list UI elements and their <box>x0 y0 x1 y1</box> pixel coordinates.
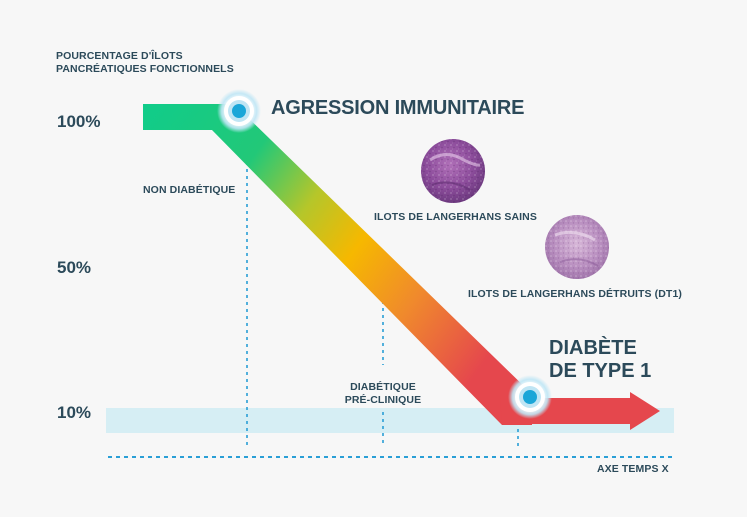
pre-clinical-label: DIABÉTIQUE PRÉ-CLINIQUE <box>344 381 422 407</box>
x-axis-label: AXE TEMPS X <box>597 463 669 475</box>
y-tick-10: 10% <box>57 403 92 422</box>
y-tick-50: 50% <box>57 258 92 277</box>
y-axis-label: POURCENTAGE D'ÎLOTS PANCRÉATIQUES FONCTI… <box>56 50 234 76</box>
type1-diabetes-label: DIABÈTE DE TYPE 1 <box>549 337 652 382</box>
healthy-islets-image <box>421 139 485 203</box>
y-tick-100: 100% <box>57 112 101 131</box>
immune-attack-marker <box>217 89 261 133</box>
destroyed-islets-image <box>545 215 609 279</box>
type1-onset-marker <box>508 375 552 419</box>
healthy-islets-label: ILOTS DE LANGERHANS SAINS <box>374 211 537 223</box>
immune-attack-label: AGRESSION IMMUNITAIRE <box>271 97 525 119</box>
islet-function-curve <box>143 104 532 425</box>
destroyed-islets-label: ILOTS DE LANGERHANS DÉTRUITS (DT1) <box>468 288 682 300</box>
non-diabetic-label: NON DIABÉTIQUE <box>143 184 236 196</box>
